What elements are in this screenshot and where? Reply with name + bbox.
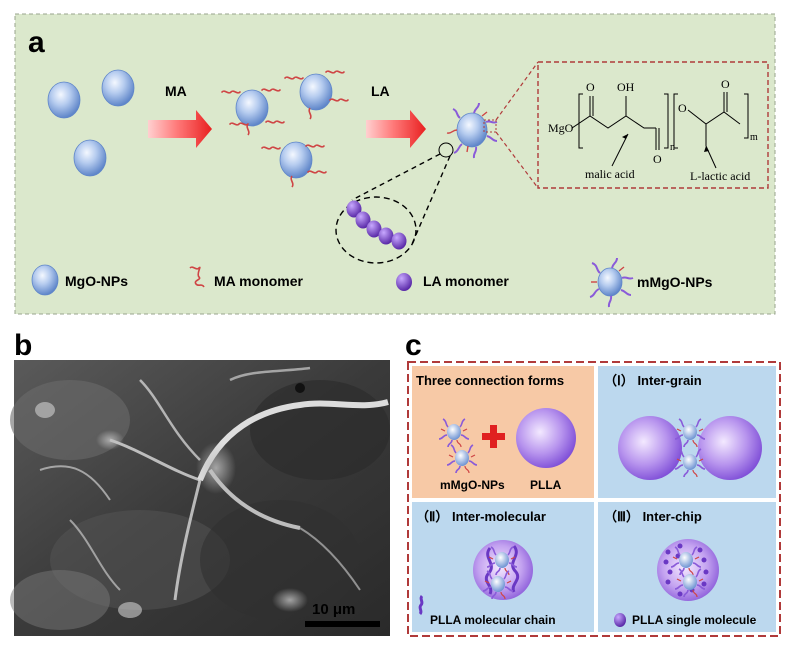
plla-chain: [511, 545, 520, 593]
la-chain-zoom-ellipse: [335, 196, 417, 264]
plla-grain: [473, 540, 533, 600]
panel-b-letter: b: [14, 329, 32, 362]
legend-mmgo-icon: [589, 257, 634, 308]
cell-inter-molecular: （Ⅱ） Inter-molecular PLLA molecular chain: [412, 502, 594, 632]
arrow-ma-label: MA: [165, 83, 187, 99]
plla-sphere: [516, 408, 576, 468]
sem-micrograph: [10, 360, 390, 636]
scale-bar-label: 10 μm: [312, 601, 355, 618]
ma-modified-nanoparticles: [221, 70, 349, 188]
mgo-nanoparticle: [47, 81, 81, 119]
formula-m: m: [750, 132, 758, 143]
cell-tr-title: （Ⅰ） Inter-grain: [604, 373, 702, 388]
legend-mmgo-label: mMgO-NPs: [637, 274, 713, 290]
formula-lactic-label: L-lactic acid: [690, 169, 750, 183]
formula-carbonyl-o: O: [586, 80, 595, 94]
panel-a: a MA LA: [14, 13, 776, 315]
formula-n: n: [670, 142, 675, 153]
formula-ester-o: O: [678, 101, 687, 115]
legend-mgo-icon: [31, 264, 59, 296]
mmgo-product: [446, 102, 498, 159]
formula-mgo: MgO: [548, 121, 574, 135]
plla-chain-legend-icon: [418, 594, 424, 616]
zoom-connector: [351, 153, 441, 201]
panel-c-letter: c: [405, 329, 422, 362]
panel-b: b 10 μm: [10, 329, 390, 636]
cell-bl-title: （Ⅱ） Inter-molecular: [416, 509, 546, 524]
panel-a-legend: MgO-NPs MA monomer LA monomer mMgO-NPs: [31, 257, 713, 308]
zoom-connector: [495, 61, 539, 121]
cell-tl-label-right: PLLA: [530, 478, 562, 492]
legend-mgo-label: MgO-NPs: [65, 273, 128, 289]
plus-icon: [482, 425, 505, 448]
panel-c: c Three connection forms mMgO-NPs PLLA （…: [405, 329, 781, 637]
plla-molecule-legend-icon: [614, 613, 626, 627]
cell-tl-title: Three connection forms: [416, 373, 564, 388]
zoom-connector: [495, 131, 539, 189]
plla-grain: [618, 416, 682, 480]
mgo-nanoparticle: [101, 69, 135, 107]
cell-inter-grain: （Ⅰ） Inter-grain: [598, 366, 776, 498]
chemical-formula-box: MgO O OH O n O O: [537, 61, 769, 189]
reaction-arrow-ma: [148, 110, 212, 148]
plla-grain: [698, 416, 762, 480]
panel-a-letter: a: [28, 26, 45, 59]
cell-bl-caption: PLLA molecular chain: [430, 613, 556, 627]
reaction-arrow-la: [366, 110, 426, 148]
zoom-connector: [411, 155, 451, 245]
legend-ma-icon: [189, 266, 205, 288]
cell-inter-chip: （Ⅲ） Inter-chip PLLA single molecule: [598, 502, 776, 632]
legend-ma-label: MA monomer: [214, 273, 303, 289]
zoom-origin-circle: [438, 142, 454, 158]
legend-la-label: LA monomer: [423, 273, 509, 289]
cell-br-title: （Ⅲ） Inter-chip: [604, 509, 702, 524]
formula-carbonyl-o: O: [653, 152, 662, 166]
cell-br-caption: PLLA single molecule: [632, 613, 757, 627]
cell-tl-label-left: mMgO-NPs: [440, 478, 505, 492]
cell-connection-forms: Three connection forms mMgO-NPs PLLA: [412, 366, 594, 498]
formula-carbonyl-o: O: [721, 77, 730, 91]
mgo-nanoparticle: [73, 139, 107, 177]
formula-hydroxyl: OH: [617, 80, 635, 94]
arrow-la-label: LA: [371, 83, 390, 99]
la-chain: [346, 200, 407, 250]
legend-la-icon: [396, 273, 412, 291]
formula-malic-label: malic acid: [585, 167, 635, 181]
